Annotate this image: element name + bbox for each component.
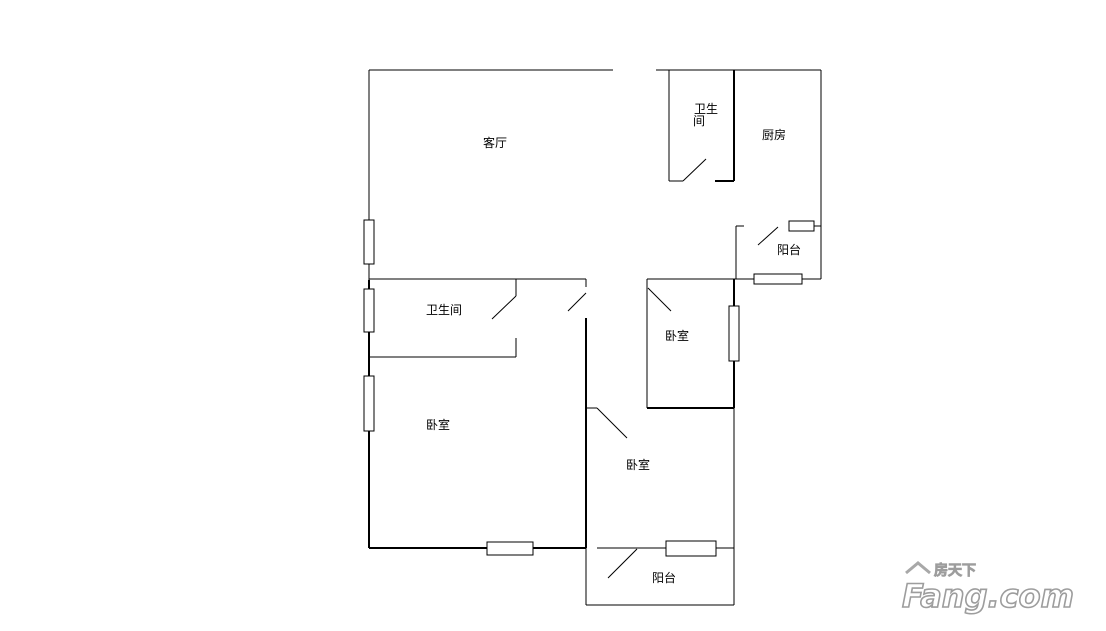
roof-icon: [905, 561, 931, 575]
window-balcony-right-bottom: [753, 273, 803, 285]
label-balcony-right: 阳台: [777, 242, 801, 257]
door-bedroom-left: [567, 292, 587, 312]
label-bedroom-small: 卧室: [665, 328, 689, 343]
door-bath-left: [491, 295, 517, 320]
window-small-bedroom-right: [728, 305, 740, 362]
label-kitchen: 厨房: [762, 127, 786, 142]
window-mid-bedroom-bottom: [665, 540, 717, 557]
door-small-bedroom: [647, 287, 672, 312]
logo-brand-en: Fang.com: [902, 577, 1074, 615]
window-bedroom-bottom: [486, 541, 534, 556]
door-mid-bedroom: [596, 407, 628, 439]
walls: [368, 69, 822, 606]
fang-logo-watermark: 房天下 Fang.com: [901, 561, 1075, 615]
label-bathroom-top-1: 卫生: [694, 102, 718, 116]
label-living-room: 客厅: [483, 135, 507, 150]
window-bedroom-left: [363, 375, 375, 432]
label-bathroom-top-2: 间: [693, 114, 705, 128]
door-balcony-bottom: [607, 548, 638, 579]
windows: [363, 219, 815, 557]
window-bath-left: [363, 288, 375, 333]
window-living-left: [363, 219, 375, 265]
label-bedroom-left: 卧室: [426, 417, 450, 432]
window-kitchen-balcony: [788, 220, 815, 232]
logo-brand-cn: 房天下: [934, 562, 976, 579]
room-labels: 客厅 卫生 间 厨房 阳台 卫生间 卧室 卧室 卧室 阳台: [426, 102, 801, 585]
door-balcony-right: [757, 226, 779, 246]
label-bedroom-middle: 卧室: [626, 457, 650, 472]
doors: [491, 158, 779, 579]
label-balcony-bottom: 阳台: [652, 570, 676, 585]
door-bath-top: [682, 158, 707, 182]
label-bathroom-left: 卫生间: [426, 303, 462, 317]
